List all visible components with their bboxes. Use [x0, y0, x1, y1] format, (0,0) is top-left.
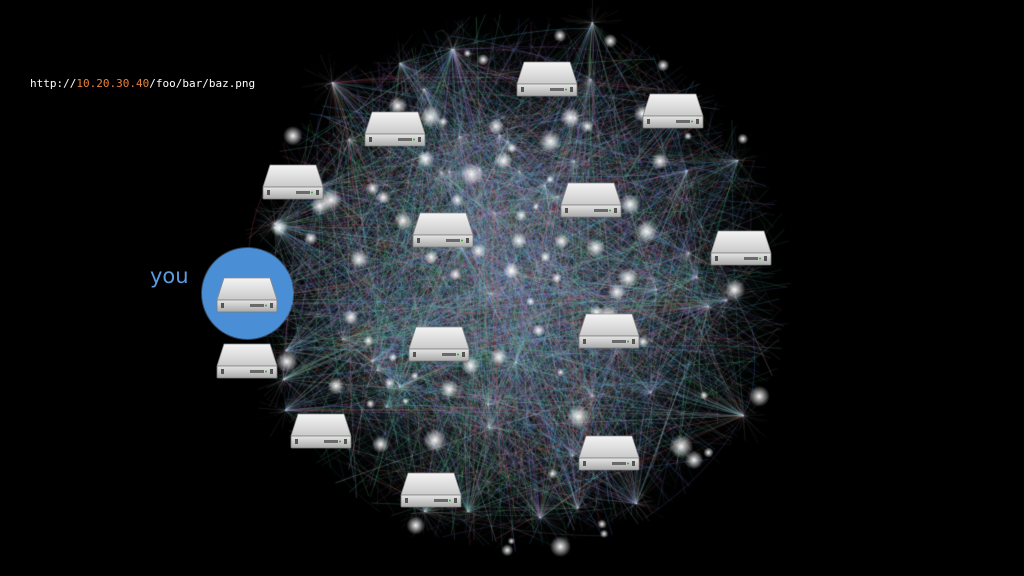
server-icon	[412, 211, 474, 249]
server-icon	[262, 163, 324, 201]
server-icon	[578, 434, 640, 472]
server-icon	[560, 181, 622, 219]
url-scheme: http://	[30, 77, 77, 90]
server-icon	[364, 110, 426, 148]
server-icon	[578, 312, 640, 350]
server-icon	[290, 412, 352, 450]
you-server-icon	[216, 276, 278, 314]
resource-url: http://10.20.30.40/foo/bar/baz.png	[30, 77, 255, 90]
you-label: you	[150, 264, 189, 288]
url-path: /foo/bar/baz.png	[149, 77, 256, 90]
server-icon	[408, 325, 470, 363]
url-ip-address: 10.20.30.40	[76, 77, 150, 90]
server-icon	[400, 471, 462, 509]
server-icon	[710, 229, 772, 267]
server-icon	[216, 342, 278, 380]
server-icon	[516, 60, 578, 98]
server-icon	[642, 92, 704, 130]
